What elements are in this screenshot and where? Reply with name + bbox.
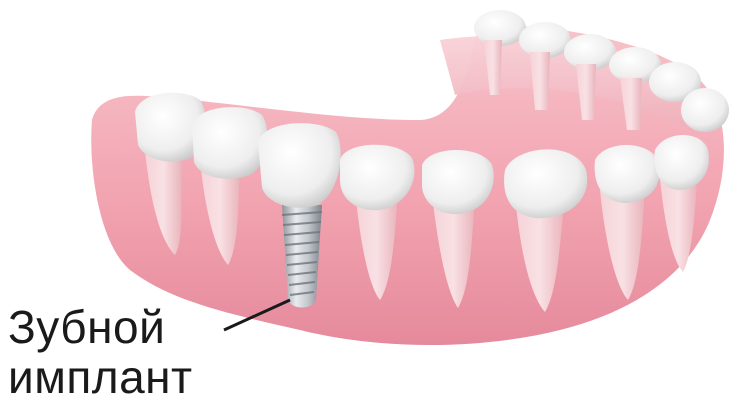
caption-line-1: Зубной	[8, 302, 193, 352]
caption: Зубной имплант	[8, 302, 193, 402]
implant-screw	[282, 205, 322, 308]
caption-line-2: имплант	[8, 352, 193, 402]
